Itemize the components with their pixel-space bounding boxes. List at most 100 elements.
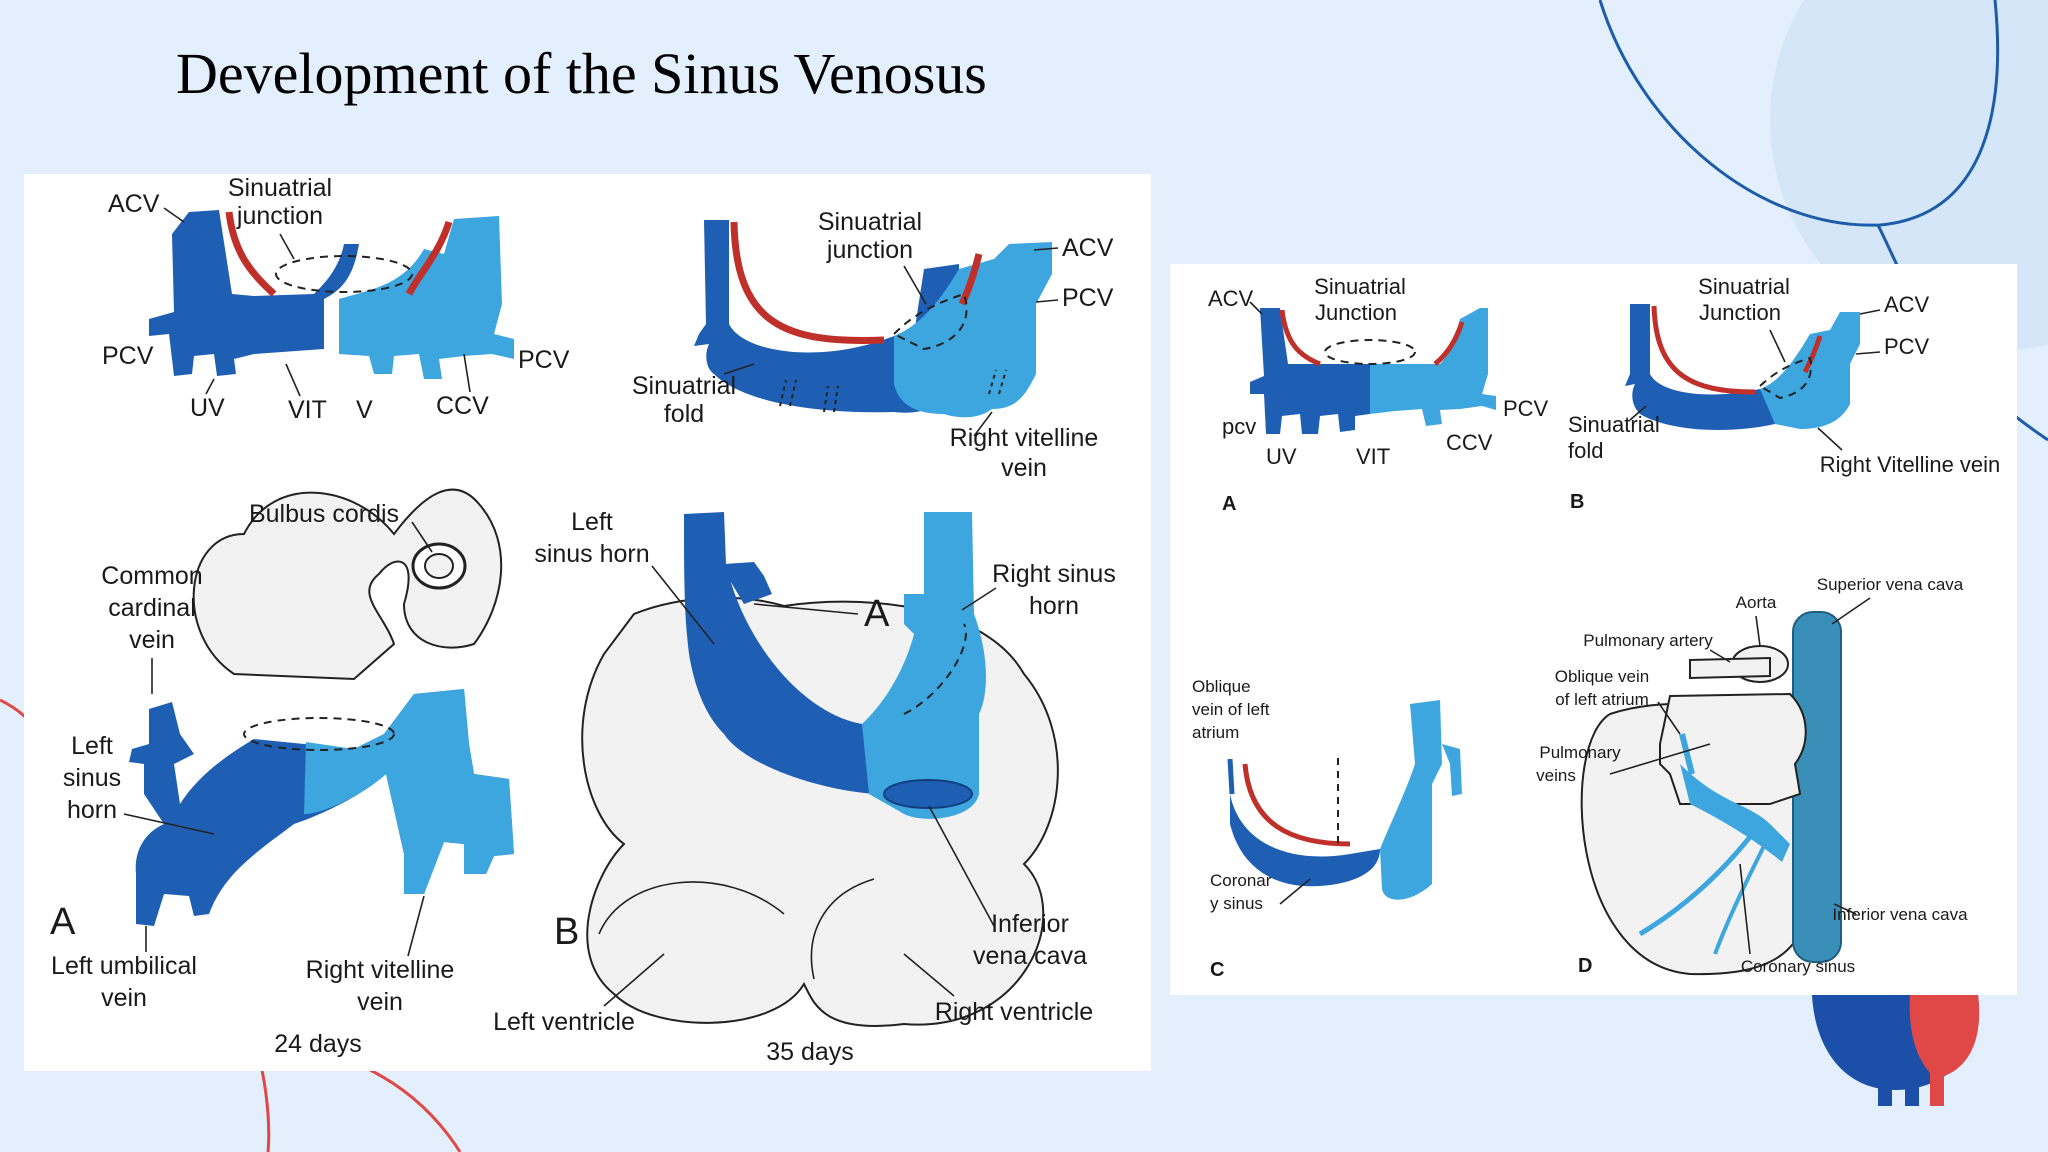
- label-pcv-left: pcv: [1222, 414, 1256, 439]
- label-junction-2: junction: [236, 202, 323, 230]
- left-sinus-body: [254, 244, 359, 354]
- label-vit: VIT: [288, 396, 327, 424]
- label-uv: UV: [190, 394, 225, 422]
- panel-d-diagram: Superior vena cava Aorta Pulmonary arter…: [1536, 575, 1968, 977]
- decor-curve-bottom-1: [260, 1069, 271, 1152]
- label-acv: ACV: [1208, 286, 1254, 311]
- left-atrium-shape: [1659, 692, 1807, 805]
- top-a-diagram: ACV Sinuatrial junction PCV PCV UV VIT V…: [102, 174, 570, 424]
- label-left-ventricle: Left ventricle: [493, 1008, 635, 1036]
- label-fold-2: fold: [1568, 438, 1603, 463]
- label-pcv-right: PCV: [1503, 396, 1549, 421]
- label-pcv: PCV: [1062, 284, 1114, 312]
- label-left-sinus-2: sinus: [63, 764, 121, 792]
- label-marker-a: A: [864, 593, 890, 635]
- label-left-sinus-1: Left: [571, 508, 613, 536]
- bottom-b-heart-35-days: Left sinus horn A Right sinus horn Infer…: [493, 508, 1116, 1066]
- panel-c-diagram: Oblique vein of left atrium Coronar y si…: [1192, 677, 1462, 981]
- sinuatrial-junction-ring: [892, 292, 968, 351]
- pulmonary-artery-shape: [1689, 656, 1771, 680]
- sinuatrial-junction-ring: [275, 255, 413, 293]
- label-fold-1: Sinuatrial: [1568, 412, 1660, 437]
- label-right-sinus-1: Right sinus: [992, 560, 1116, 588]
- label-vit: VIT: [1356, 444, 1390, 469]
- sinus-left-shape: [694, 220, 959, 413]
- label-left-sinus-2: sinus horn: [534, 540, 649, 568]
- label-right-vitelline-2: vein: [357, 988, 403, 1016]
- label-junction-1: Sinuatrial: [228, 174, 332, 202]
- label-left-sinus-3: horn: [67, 796, 117, 824]
- label-coronary-2: y sinus: [1210, 894, 1263, 913]
- sinus-right-shape: [894, 242, 1052, 418]
- label-pulmonary-veins-1: Pulmonary: [1539, 743, 1621, 762]
- label-coronary-1: Coronar: [1210, 871, 1272, 890]
- label-letter-c: C: [1210, 959, 1224, 981]
- label-letter-b: B: [1570, 491, 1584, 513]
- label-fold-1: Sinuatrial: [632, 372, 736, 400]
- label-right-ventricle: Right ventricle: [935, 998, 1093, 1026]
- label-ccv: CCV: [436, 392, 489, 420]
- label-superior-vena-cava: Superior vena cava: [1817, 575, 1964, 594]
- label-inferior-vena-cava: Inferior vena cava: [1832, 905, 1968, 924]
- label-letter-a: A: [1222, 493, 1236, 515]
- left-sinus-vein-shape: [149, 210, 254, 376]
- background-blob: [1770, 0, 2048, 350]
- left-figure-panel: ACV Sinuatrial junction PCV PCV UV VIT V…: [24, 174, 1151, 1071]
- label-oblique-1: Oblique vein: [1555, 667, 1650, 686]
- left-figure-svg: ACV Sinuatrial junction PCV PCV UV VIT V…: [50, 174, 1116, 1066]
- label-pcv: PCV: [1884, 334, 1930, 359]
- page-title: Development of the Sinus Venosus: [176, 41, 987, 106]
- decor-curve-bottom-2: [369, 1068, 462, 1152]
- label-acv: ACV: [108, 190, 160, 218]
- label-right-vitelline-2: vein: [1001, 454, 1047, 482]
- label-letter-d: D: [1578, 955, 1592, 977]
- right-sinus-horn-shape: [304, 689, 514, 894]
- label-acv: ACV: [1884, 292, 1930, 317]
- label-uv: UV: [1266, 444, 1297, 469]
- label-oblique-2: vein of left: [1192, 700, 1270, 719]
- label-right-vitelline-1: Right vitelline: [950, 424, 1099, 452]
- label-junction-1: Sinuatrial: [1698, 274, 1790, 299]
- top-b-diagram: Sinuatrial junction ACV PCV Sinuatrial f…: [632, 208, 1114, 482]
- label-left-umbilical-1: Left umbilical: [51, 952, 197, 980]
- artery-arch: [730, 221, 885, 344]
- label-ivc-1: Inferior: [991, 910, 1069, 938]
- label-right-vitelline: Right Vitelline vein: [1820, 452, 2001, 477]
- label-pulmonary-artery: Pulmonary artery: [1583, 631, 1713, 650]
- label-common-2: cardinal: [108, 594, 196, 622]
- label-bulbus-cordis: Bulbus cordis: [249, 500, 399, 528]
- label-common-1: Common: [101, 562, 202, 590]
- left-artery-arch: [225, 211, 277, 297]
- panel-b-diagram: Sinuatrial Junction ACV PCV Sinuatrial f…: [1568, 274, 2000, 513]
- right-artery-arch: [405, 220, 453, 296]
- label-common-3: vein: [129, 626, 175, 654]
- label-pcv-left: PCV: [102, 342, 154, 370]
- inferior-vena-cava-opening: [883, 779, 973, 809]
- label-right-vitelline-1: Right vitelline: [306, 956, 455, 984]
- label-oblique-3: atrium: [1192, 723, 1239, 742]
- label-24-days: 24 days: [274, 1030, 362, 1058]
- right-sinus-vein-shape: [339, 216, 514, 379]
- heart-logo-icon: [1812, 995, 1980, 1106]
- coronary-sinus-shape: [1680, 764, 1790, 862]
- label-v: V: [356, 396, 373, 424]
- label-oblique-2: of left atrium: [1555, 690, 1649, 709]
- label-ivc-2: vena cava: [973, 942, 1087, 970]
- label-junction-2: junction: [826, 236, 913, 264]
- primitive-heart-tube: [192, 488, 503, 681]
- left-sinus-horn-shape: [684, 512, 874, 794]
- label-junction-2: Junction: [1315, 300, 1397, 325]
- label-junction-2: Junction: [1699, 300, 1781, 325]
- label-35-days: 35 days: [766, 1038, 854, 1066]
- label-letter-b: B: [554, 911, 579, 953]
- label-aorta: Aorta: [1736, 593, 1777, 612]
- bottom-a-heart-24-days: Bulbus cordis Common cardinal vein Left …: [50, 488, 514, 1058]
- label-ccv: CCV: [1446, 430, 1493, 455]
- label-coronary-sinus: Coronary sinus: [1741, 957, 1855, 976]
- right-figure-svg: ACV Sinuatrial Junction pcv PCV UV VIT C…: [1192, 274, 2000, 981]
- label-letter-a: A: [50, 901, 76, 943]
- label-left-umbilical-2: vein: [101, 984, 147, 1012]
- label-pcv-right: PCV: [518, 346, 570, 374]
